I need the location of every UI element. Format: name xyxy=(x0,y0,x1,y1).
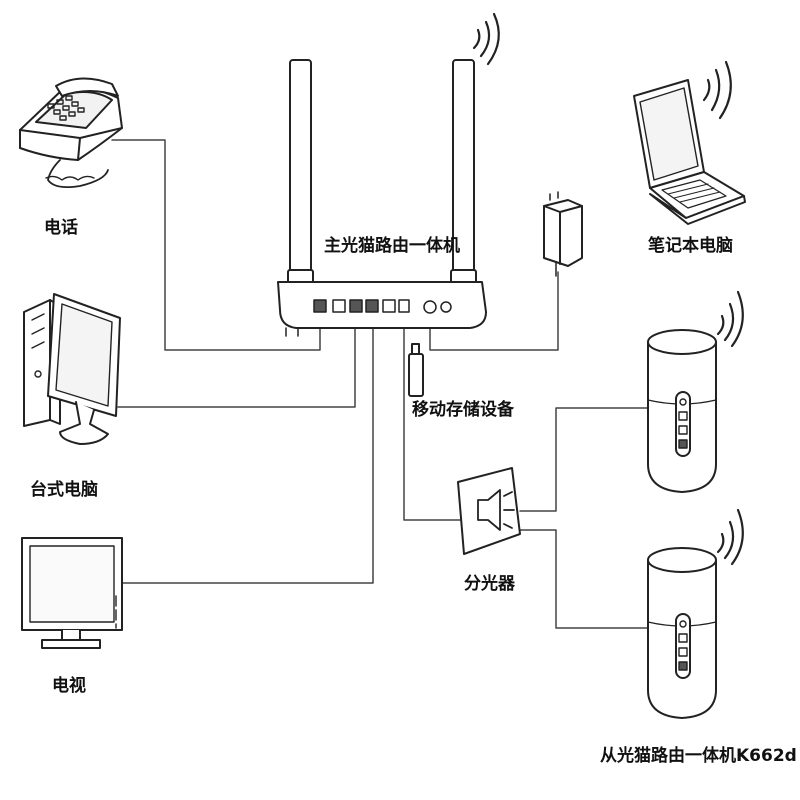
splitter-label: 分光器 xyxy=(464,574,515,594)
main-router-icon xyxy=(277,59,487,337)
laptop-icon xyxy=(633,79,746,225)
line-phone-router xyxy=(111,139,321,351)
splitter-icon xyxy=(457,467,521,555)
usb-storage-icon xyxy=(408,343,424,397)
laptop-wifi-icon xyxy=(702,60,732,120)
phone-label: 电话 xyxy=(44,218,78,238)
sub-router-bottom-wifi-icon xyxy=(716,508,744,566)
connection-lines xyxy=(111,139,649,629)
line-storage-splitter xyxy=(403,315,461,521)
line-power-router xyxy=(429,271,559,351)
main-router-label: 主光猫路由一体机 xyxy=(324,236,460,256)
line-desktop-router xyxy=(117,315,356,408)
sub-router-top-icon xyxy=(647,329,717,493)
power-adapter-icon xyxy=(543,191,583,277)
phone-icon xyxy=(19,77,123,189)
main-router-wifi-icon xyxy=(472,12,500,66)
tv-icon xyxy=(21,537,123,649)
sub-router-bottom-icon xyxy=(647,547,717,719)
laptop-label: 笔记本电脑 xyxy=(648,236,733,256)
desktop-label: 台式电脑 xyxy=(30,480,98,500)
sub-router-top-wifi-icon xyxy=(716,290,744,348)
desktop-computer-icon xyxy=(23,293,121,445)
line-tv-router xyxy=(121,315,374,584)
sub-router-label: 从光猫路由一体机K662d xyxy=(600,746,797,766)
line-splitter-sub-bottom xyxy=(519,529,649,629)
line-splitter-sub-top xyxy=(519,407,649,512)
storage-label: 移动存储设备 xyxy=(412,400,514,420)
tv-label: 电视 xyxy=(52,676,86,696)
